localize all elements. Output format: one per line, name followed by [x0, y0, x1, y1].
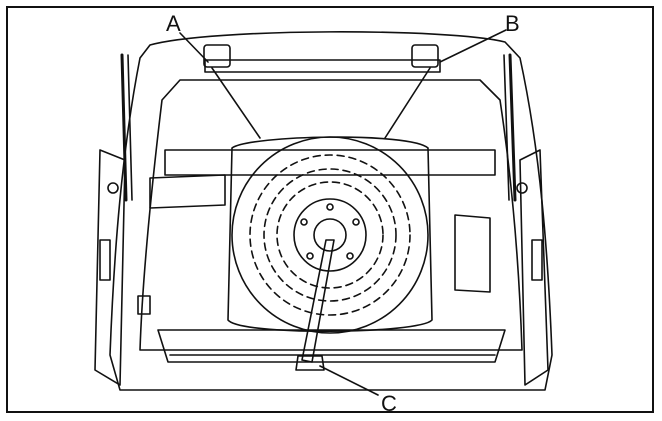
- lug-3: [346, 252, 354, 260]
- liftgate-inner-outline: [139, 79, 523, 351]
- callout-label-b: B: [505, 11, 520, 36]
- right-strut-mount: [516, 182, 528, 194]
- right-strut-inner: [503, 54, 510, 201]
- cargo-back-wall: [164, 149, 496, 176]
- wheel-rim: [293, 198, 367, 272]
- tire-ring-dash-2: [263, 168, 397, 302]
- floor-anchor: [295, 355, 325, 371]
- lug-4: [306, 252, 314, 260]
- lug-1: [326, 203, 334, 211]
- tire-outer-ring: [231, 136, 429, 334]
- wheel-hub: [313, 218, 347, 252]
- left-seatback: [149, 174, 226, 209]
- tire-cover: [227, 136, 433, 333]
- cargo-floor: [157, 329, 506, 363]
- left-strut-inner: [127, 54, 133, 201]
- header-bar: [204, 59, 441, 73]
- tire-ring-dash-1: [249, 154, 411, 316]
- right-gas-strut: [508, 53, 517, 202]
- tire-ring-dash-3: [276, 181, 384, 289]
- left-latch: [137, 295, 151, 315]
- retainer-strap: [301, 239, 335, 363]
- callout-label-a: A: [166, 11, 181, 36]
- leader-c: [319, 365, 379, 396]
- right-taillight: [531, 239, 543, 281]
- right-side-panel: [519, 149, 549, 386]
- left-taillight: [99, 239, 111, 281]
- leader-a: [179, 32, 209, 63]
- lug-5: [300, 218, 308, 226]
- right-tether: [384, 67, 431, 139]
- leader-b: [439, 29, 507, 63]
- left-strut-mount: [107, 182, 119, 194]
- left-hook-bracket: [203, 44, 231, 68]
- right-side-bin: [454, 214, 491, 293]
- left-side-panel: [94, 149, 126, 386]
- liftgate-opening-outline: [109, 31, 553, 391]
- left-tether: [211, 67, 261, 139]
- callout-label-c: C: [381, 391, 397, 416]
- lug-2: [352, 218, 360, 226]
- right-hook-bracket: [411, 44, 439, 68]
